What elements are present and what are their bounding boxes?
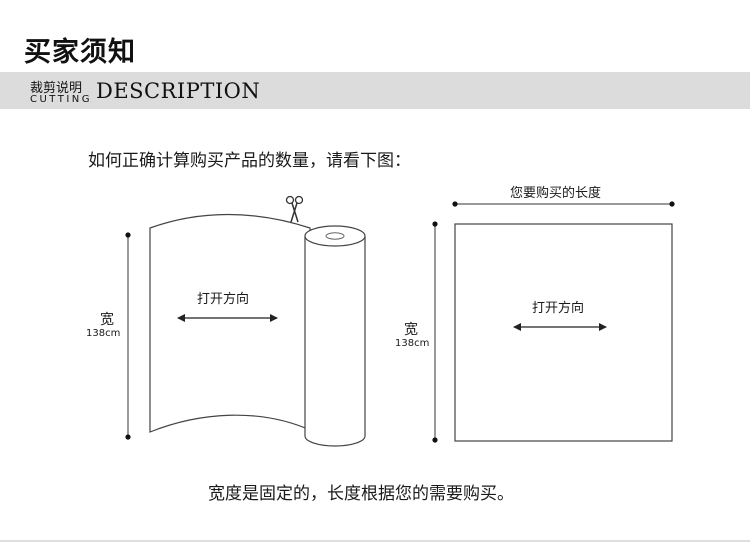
fabric-square [454, 223, 673, 442]
length-label: 您要购买的长度 [510, 186, 602, 201]
fabric-sheet [149, 213, 311, 433]
fabric-roll [304, 236, 366, 447]
left-width-value: 138cm [86, 328, 121, 339]
band-description: DESCRIPTION [96, 79, 261, 103]
footer-text: 宽度是固定的，长度根据您的需要购买。 [208, 484, 514, 504]
band-chinese-label: 裁剪说明 [30, 81, 83, 96]
scissors-icon [285, 195, 304, 223]
bottom-divider [0, 540, 750, 542]
section-band [0, 72, 750, 109]
right-width-value: 138cm [395, 338, 430, 349]
right-direction-label: 打开方向 [532, 301, 585, 316]
right-width-label: 宽 [404, 322, 418, 338]
page-title: 买家须知 [24, 37, 136, 68]
left-width-label: 宽 [100, 312, 114, 328]
left-direction-label: 打开方向 [197, 292, 250, 307]
intro-text: 如何正确计算购买产品的数量，请看下图： [88, 151, 411, 171]
band-english-label: CUTTING [30, 94, 93, 105]
